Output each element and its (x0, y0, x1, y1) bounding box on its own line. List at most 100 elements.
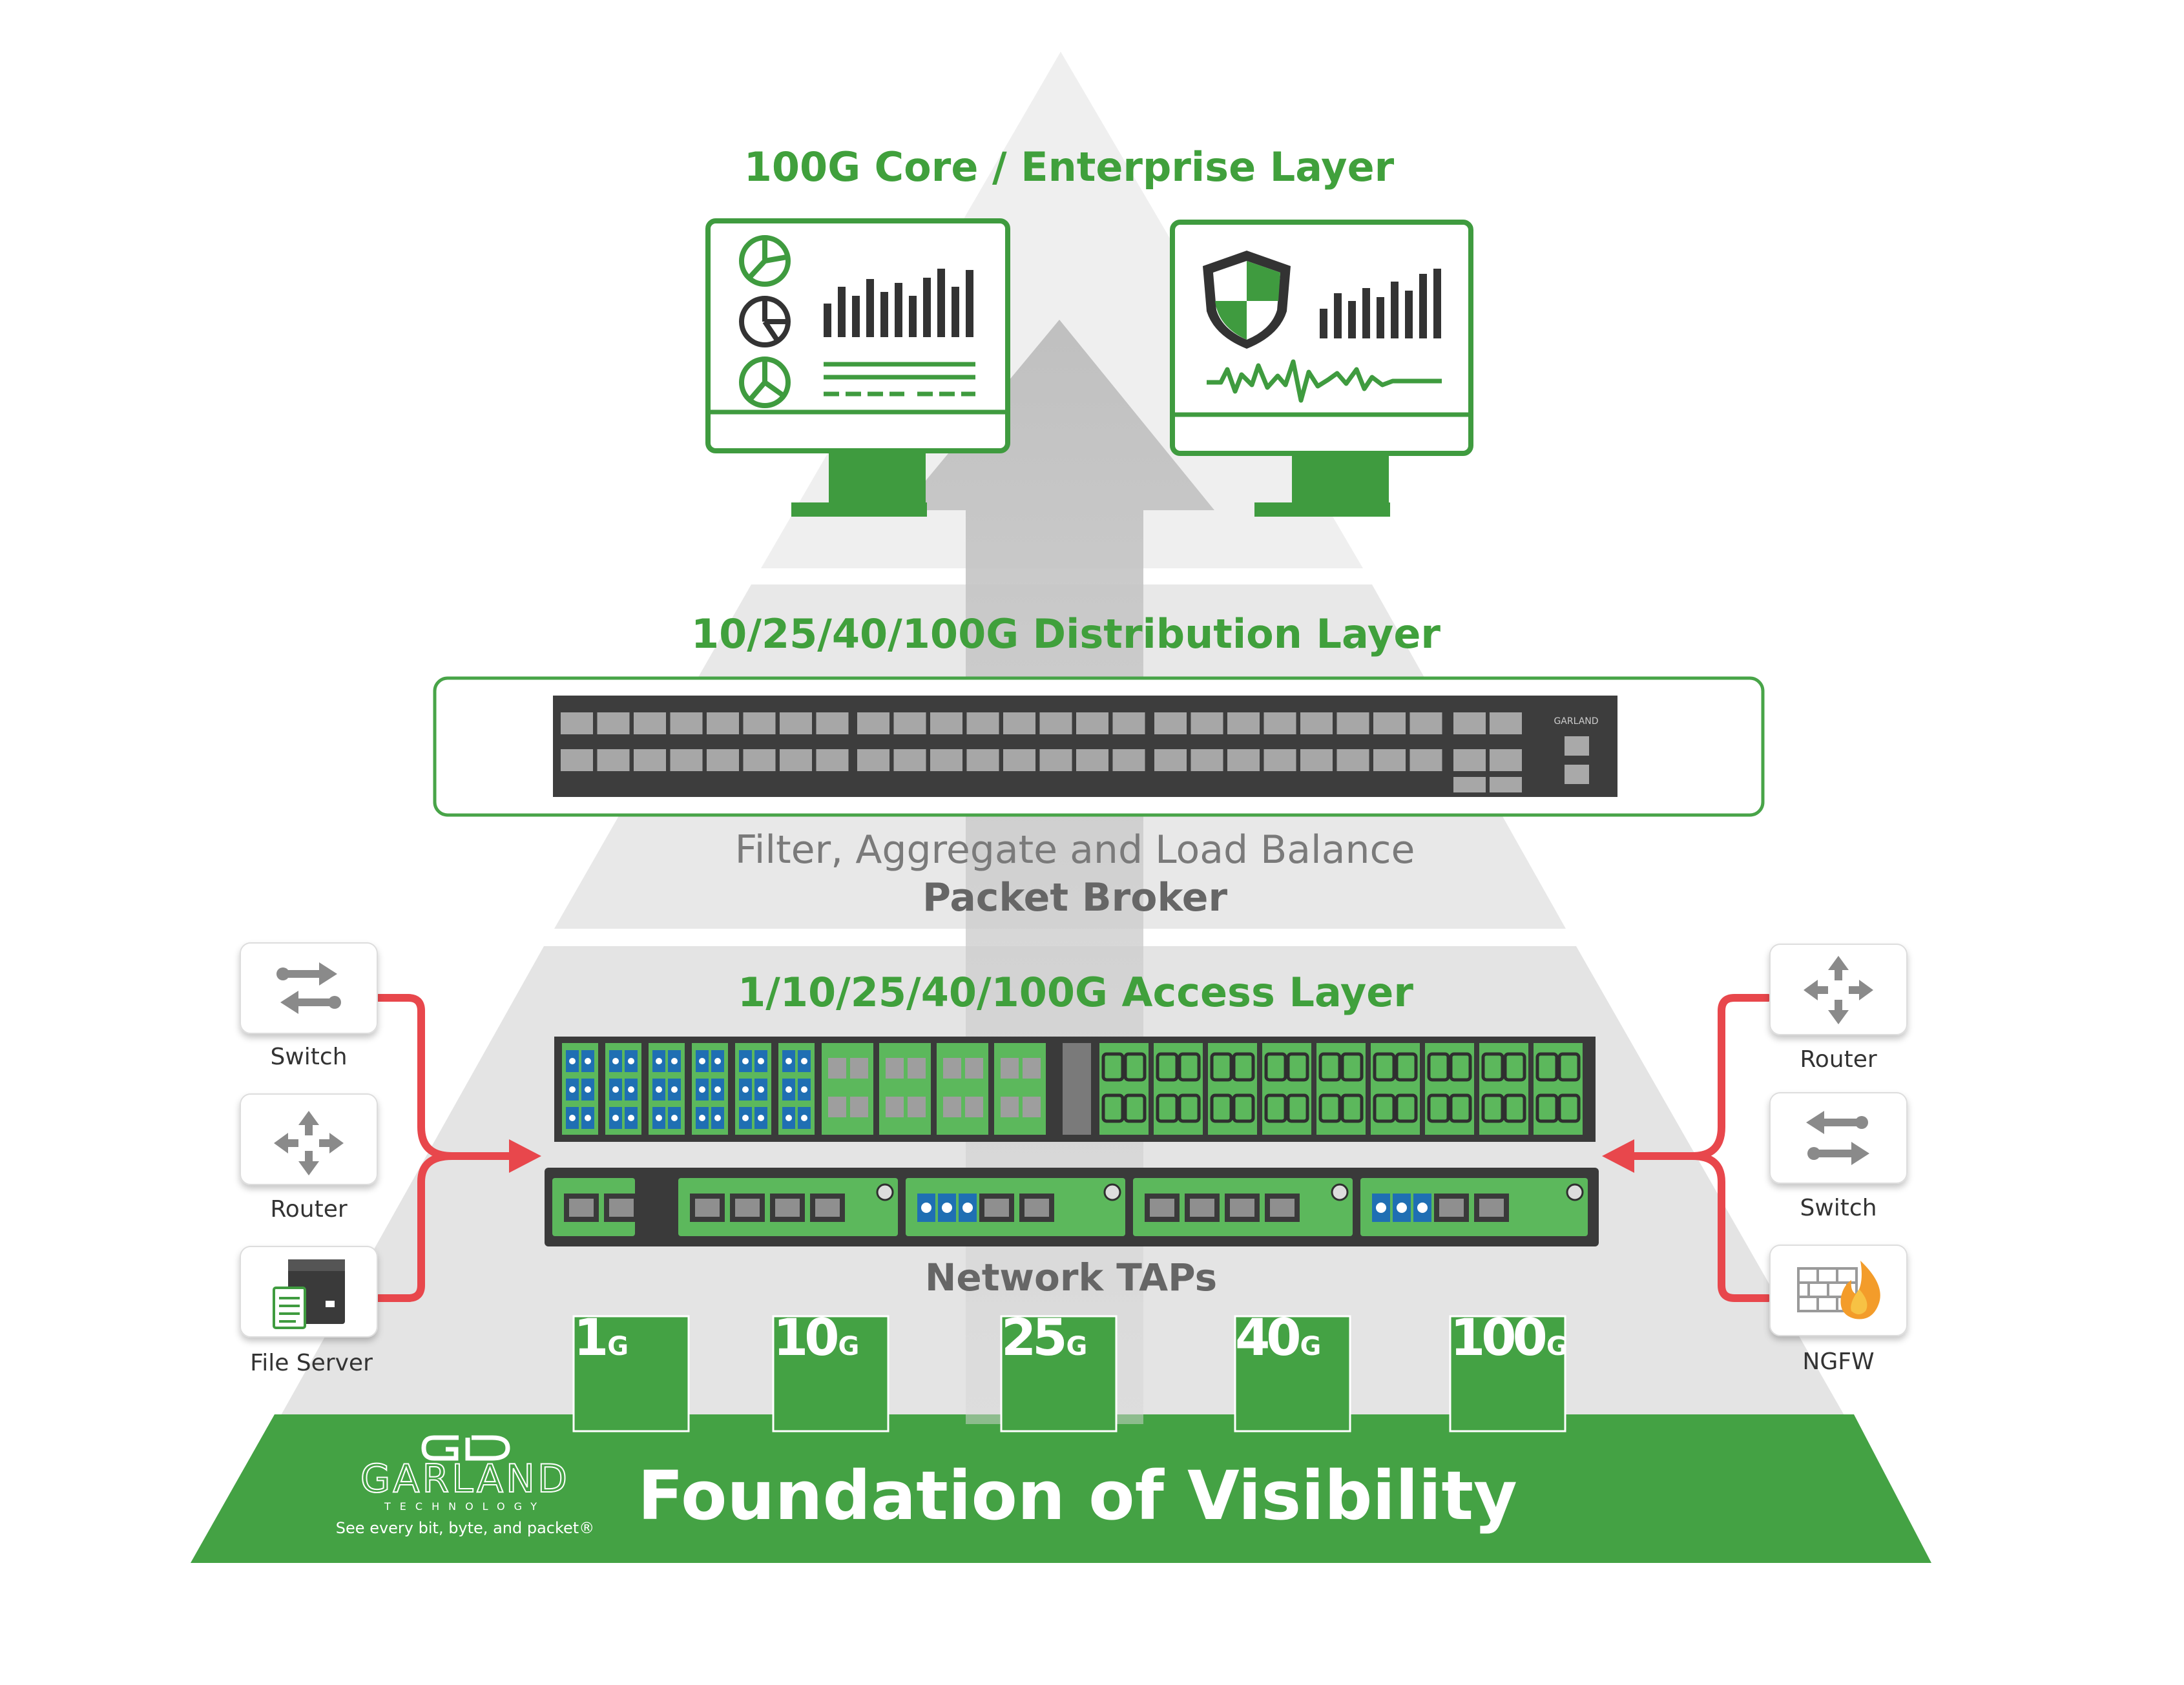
broker-port (561, 712, 593, 734)
copper-port-jack (1150, 1199, 1174, 1217)
lc-port-core (785, 1115, 792, 1121)
right-device-router: Router (1769, 944, 1908, 1073)
broker-port (670, 712, 703, 734)
core-layer-title: 100G Core / Enterprise Layer (744, 143, 1395, 191)
device-label: Switch (270, 1044, 347, 1070)
lc-port-core (671, 1086, 678, 1093)
broker-port (1336, 749, 1369, 771)
pyramid-base-band (191, 1414, 1931, 1563)
broker-port (816, 712, 849, 734)
copper-port-jack (695, 1199, 720, 1217)
broker-port (1409, 749, 1442, 771)
security-monitor (1170, 220, 1473, 517)
router-icon (1804, 956, 1873, 1024)
access-module-copper (879, 1043, 931, 1135)
lc-port-core (656, 1086, 662, 1093)
broker-port (780, 749, 812, 771)
bar-graph-icon (824, 269, 973, 337)
broker-port (597, 712, 630, 734)
broker-port (780, 712, 812, 734)
status-led (1566, 1183, 1584, 1201)
broker-port (561, 749, 593, 771)
mtp-port (1232, 1093, 1255, 1123)
speed-block-box (572, 1315, 690, 1432)
mtp-port (1123, 1093, 1147, 1123)
broker-port (1490, 749, 1522, 771)
copper-port-jack (1230, 1199, 1254, 1217)
mtp-port (1535, 1093, 1559, 1123)
broker-port (634, 749, 666, 771)
lc-port-core (585, 1058, 591, 1064)
copper-port-jack (815, 1199, 840, 1217)
broker-port (1336, 712, 1369, 734)
mtp-port (1210, 1052, 1233, 1082)
distribution-layer-title: 10/25/40/100G Distribution Layer (691, 610, 1440, 657)
lc-port-core (628, 1058, 634, 1064)
speed-number: 100 (1450, 1309, 1546, 1367)
mtp-port (1373, 1093, 1396, 1123)
lc-port-core (801, 1058, 807, 1064)
heartbeat-line-icon (1207, 359, 1442, 403)
speed-unit: G (1546, 1332, 1568, 1361)
mtp-port (1503, 1052, 1526, 1082)
broker-port (966, 712, 999, 734)
broker-port (1154, 712, 1187, 734)
mtp-port (1395, 1093, 1418, 1123)
copper-port (828, 1058, 846, 1079)
mtp-port (1286, 1052, 1309, 1082)
lc-port-core (714, 1086, 721, 1093)
access-module-copper (822, 1043, 873, 1135)
copper-port-jack (1439, 1199, 1464, 1217)
speed-number: 40 (1235, 1309, 1299, 1367)
lc-port-core (1397, 1203, 1407, 1213)
speed-block-box (772, 1315, 889, 1432)
lc-port-core (612, 1058, 619, 1064)
mtp-port (1373, 1052, 1396, 1082)
broker-port (1453, 712, 1486, 734)
broker-port (1112, 749, 1145, 771)
copper-port (850, 1097, 868, 1117)
broker-port (1227, 749, 1260, 771)
left-device-switch: Switch (240, 942, 378, 1070)
device-label: Switch (1800, 1195, 1877, 1221)
copper-port (1023, 1058, 1041, 1079)
packet-broker-subtitle: Filter, Aggregate and Load Balance (735, 827, 1415, 873)
right-device-switch: Switch (1769, 1092, 1908, 1221)
status-led (876, 1183, 894, 1201)
broker-port (966, 749, 999, 771)
lc-port-core (785, 1086, 792, 1093)
lc-port-core (569, 1086, 576, 1093)
speed-unit: G (1300, 1332, 1322, 1361)
lc-port-core (656, 1115, 662, 1121)
broker-port (1264, 712, 1296, 734)
broker-port (857, 749, 889, 771)
broker-port (1112, 712, 1145, 734)
lc-port-core (801, 1115, 807, 1121)
status-led (1331, 1183, 1349, 1201)
copper-port (1001, 1097, 1019, 1117)
mtp-port (1427, 1052, 1450, 1082)
file-server-icon (273, 1259, 345, 1329)
speed-unit: G (607, 1332, 629, 1361)
switch-icon (1806, 1111, 1869, 1165)
lc-port-core (628, 1086, 634, 1093)
speed-number: 1 (574, 1309, 605, 1367)
broker-port (597, 749, 630, 771)
access-layer-title: 1/10/25/40/100G Access Layer (738, 969, 1413, 1016)
broker-port (1003, 749, 1035, 771)
mtp-port (1481, 1052, 1504, 1082)
copper-port (943, 1058, 961, 1079)
mtp-port (1210, 1093, 1233, 1123)
pie-chart-icon (739, 296, 791, 347)
lc-port-core (612, 1086, 619, 1093)
lc-port-core (569, 1058, 576, 1064)
copper-port-jack (569, 1199, 594, 1217)
broker-port (743, 749, 776, 771)
broker-port (1076, 749, 1108, 771)
broker-port (1300, 749, 1333, 771)
foundation-title: Foundation of Visibility (638, 1456, 1517, 1535)
flame-icon (1840, 1261, 1880, 1319)
mtp-port (1449, 1052, 1472, 1082)
